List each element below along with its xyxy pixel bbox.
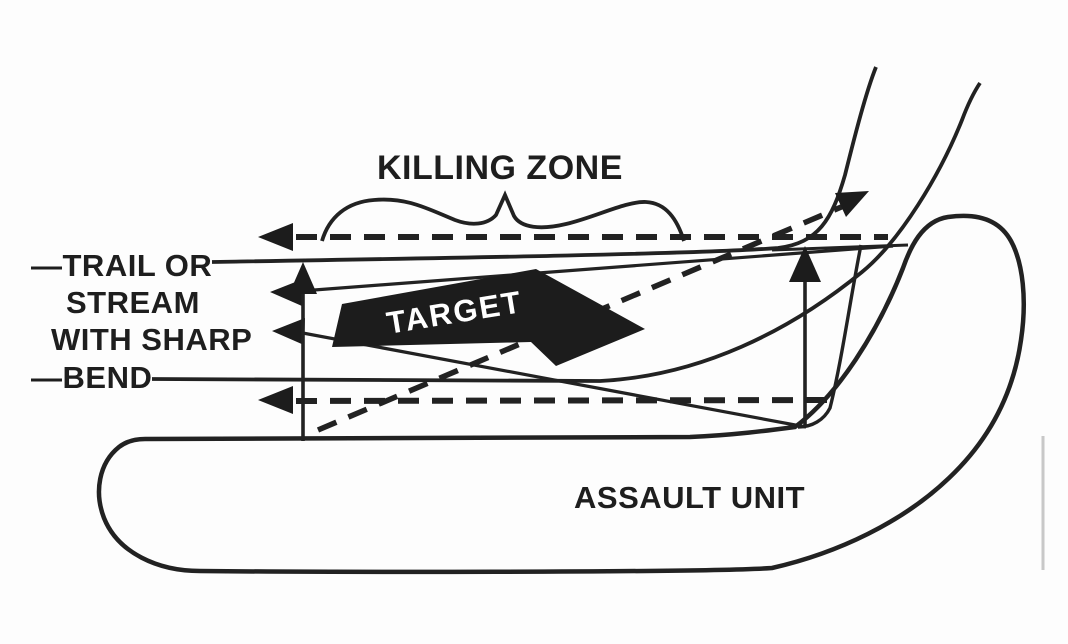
enemy-route-dashed-line <box>316 202 848 433</box>
lower-limit-left-arrowhead <box>272 318 305 345</box>
trail-label-line3: WITH SHARP <box>51 322 253 357</box>
trail-bank-inner-curve <box>797 244 863 429</box>
killing-zone-brace <box>320 190 686 242</box>
trail-label-line1: —TRAIL OR <box>31 248 213 283</box>
upper-dashed-left-arrowhead <box>258 223 293 251</box>
assault-fire-arrow-right-head <box>789 246 821 282</box>
trail-lower-bank <box>151 81 982 383</box>
lower-dashed-left-arrowhead <box>258 386 293 414</box>
trail-label-line4: —BEND <box>31 360 153 395</box>
killing-zone-label: KILLING ZONE <box>377 149 623 187</box>
trail-label-line2: STREAM <box>66 285 200 320</box>
assault-unit-label: ASSAULT UNIT <box>574 480 806 515</box>
killing-zone-dashed-boundary-lower <box>295 397 837 404</box>
assault-fire-arrow-left-head <box>289 262 317 294</box>
assault-unit-outline <box>96 213 1026 575</box>
target-arrow <box>332 269 645 366</box>
upper-limit-line <box>287 244 894 294</box>
trail-upper-bank <box>211 66 878 264</box>
lower-limit-line <box>291 329 807 429</box>
enemy-route-arrowhead <box>835 191 869 217</box>
